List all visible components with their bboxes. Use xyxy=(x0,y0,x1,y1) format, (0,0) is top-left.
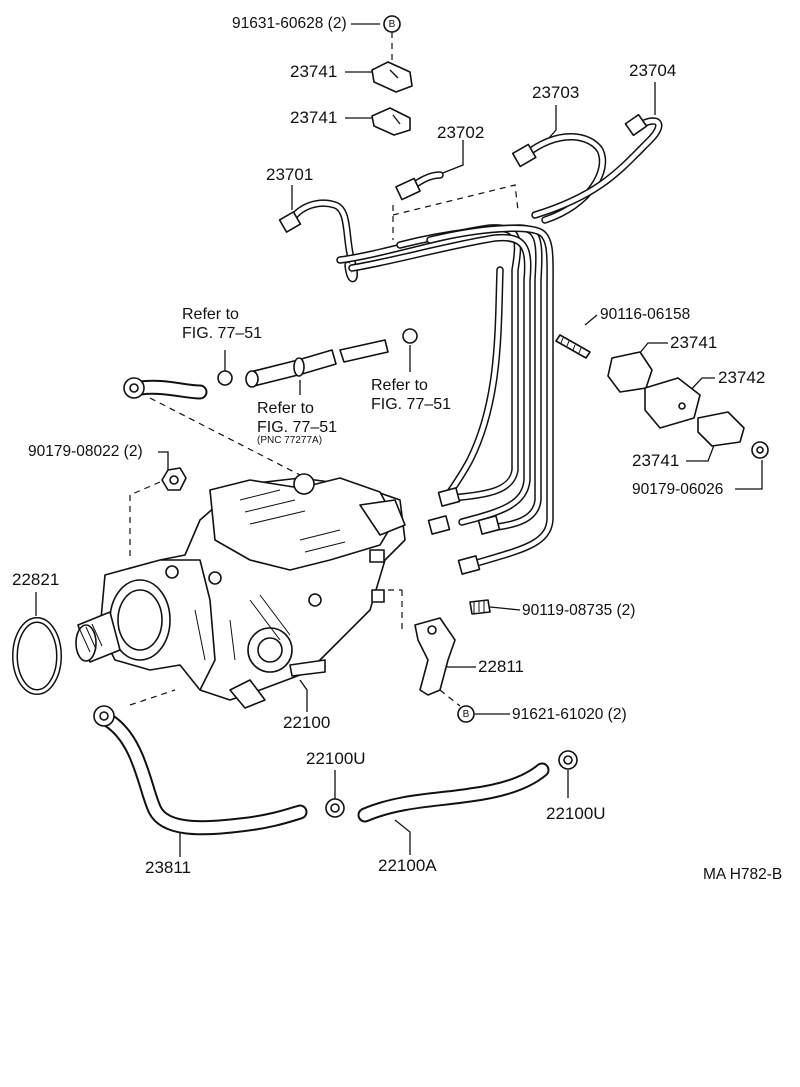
injection-pump-body xyxy=(75,473,406,709)
diagram-code: MA H782-B xyxy=(703,866,783,883)
label-22100a: 22100A xyxy=(378,856,437,875)
o-ring-22821 xyxy=(12,617,62,695)
label-22821: 22821 xyxy=(12,570,60,589)
label-23704: 23704 xyxy=(629,61,677,80)
label-23741-c: 23741 xyxy=(670,333,718,352)
label-23702: 23702 xyxy=(437,123,485,142)
label-90116-06158: 90116-06158 xyxy=(600,306,691,323)
label-22811: 22811 xyxy=(478,657,525,676)
right-clamp-parts xyxy=(555,334,769,459)
label-90179-08022: 90179-08022 (2) xyxy=(28,443,143,460)
label-22100u-b: 22100U xyxy=(546,804,606,823)
refer-note-3-line2: FIG. 77–51 xyxy=(371,396,452,413)
label-90179-06026: 90179-06026 xyxy=(632,481,724,498)
bottom-hoses xyxy=(93,705,578,836)
leader-lines xyxy=(35,23,763,857)
label-22100: 22100 xyxy=(283,713,331,732)
label-23742: 23742 xyxy=(718,368,766,387)
top-clamps xyxy=(371,15,413,136)
label-90119-08735: 90119-08735 (2) xyxy=(522,602,636,619)
bracket-22811 xyxy=(414,599,491,723)
nut-08022 xyxy=(161,467,187,491)
label-b-marker-top: B xyxy=(388,19,396,30)
refer-note-2-line1: Refer to xyxy=(257,400,314,417)
refer-note-2-line2: FIG. 77–51 xyxy=(257,419,338,436)
label-22100u-a: 22100U xyxy=(306,749,366,768)
label-91631-60628: 91631-60628 (2) xyxy=(232,15,347,32)
label-23811: 23811 xyxy=(145,858,192,877)
injection-pipes xyxy=(278,113,663,575)
label-23703: 23703 xyxy=(532,83,580,102)
refer-note-1-line1: Refer to xyxy=(182,306,239,323)
label-23701: 23701 xyxy=(266,165,314,184)
label-91621-61020: 91621-61020 (2) xyxy=(512,706,627,723)
refer-note-1-line2: FIG. 77–51 xyxy=(182,325,263,342)
label-23741-a: 23741 xyxy=(290,62,338,81)
refer-note-2-pnc: (PNC 77277A) xyxy=(257,435,323,446)
refer-hoses xyxy=(123,328,418,400)
label-b-marker-bottom: B xyxy=(462,709,470,720)
label-23741-b: 23741 xyxy=(290,108,338,127)
label-23741-d: 23741 xyxy=(632,451,680,470)
refer-note-3-line1: Refer to xyxy=(371,377,428,394)
